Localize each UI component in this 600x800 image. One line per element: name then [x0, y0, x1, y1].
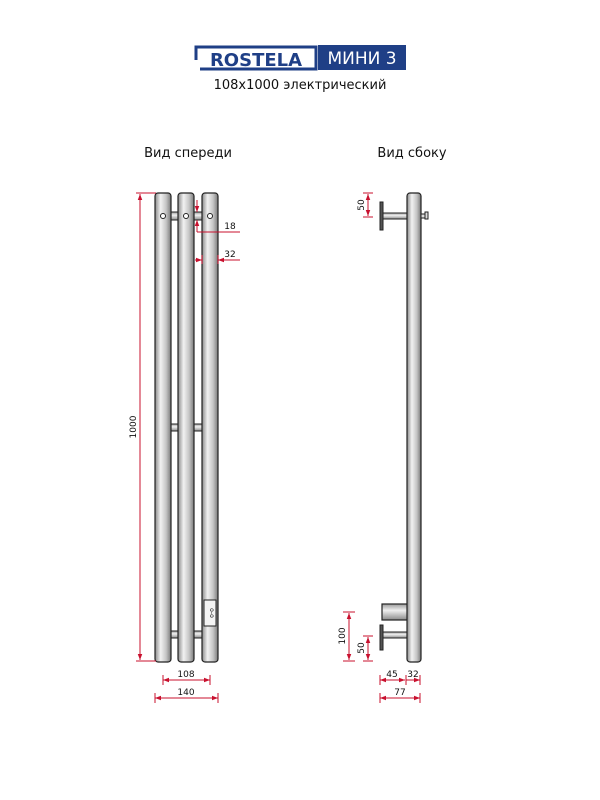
front-view-title: Вид спереди	[144, 146, 232, 161]
front-view: o-o	[154, 192, 219, 663]
heater-control-box	[203, 599, 217, 627]
knob-icon	[424, 211, 429, 220]
pin-icon	[207, 213, 213, 219]
model-name: МИНИ 3	[327, 49, 396, 69]
tube-1	[154, 192, 172, 663]
dim-overall-width: 140	[177, 688, 194, 698]
dim-wall-offset: 45	[386, 670, 397, 680]
svg-text:o-o: o-o	[208, 608, 215, 618]
dim-tube-diameter: 32	[224, 250, 235, 260]
side-view-title: Вид сбоку	[377, 146, 446, 161]
side-tube	[406, 192, 422, 663]
brand-logo: ROSTELA	[190, 45, 318, 72]
dim-top-bracket: 50	[357, 199, 367, 211]
dim-pin-offset: 18	[224, 222, 236, 232]
dim-bottom-heater: 100	[338, 627, 348, 644]
svg-text:ROSTELA: ROSTELA	[210, 50, 302, 71]
dim-height: 1000	[129, 415, 139, 438]
wall-plate-top	[379, 201, 384, 231]
dim-side-tube-diameter: 32	[407, 670, 418, 680]
wall-plate-bottom	[379, 624, 384, 651]
tube-2	[177, 192, 195, 663]
side-view	[379, 192, 429, 663]
pin-icon	[183, 213, 189, 219]
model-badge	[318, 45, 406, 70]
dim-center-distance: 108	[177, 670, 194, 680]
dim-overall-depth: 77	[394, 688, 405, 698]
pin-icon	[160, 213, 166, 219]
subtitle: 108x1000 электрический	[214, 78, 387, 93]
tube-3	[201, 192, 219, 663]
dim-bottom-bracket: 50	[357, 642, 367, 654]
heater-element	[381, 603, 409, 621]
